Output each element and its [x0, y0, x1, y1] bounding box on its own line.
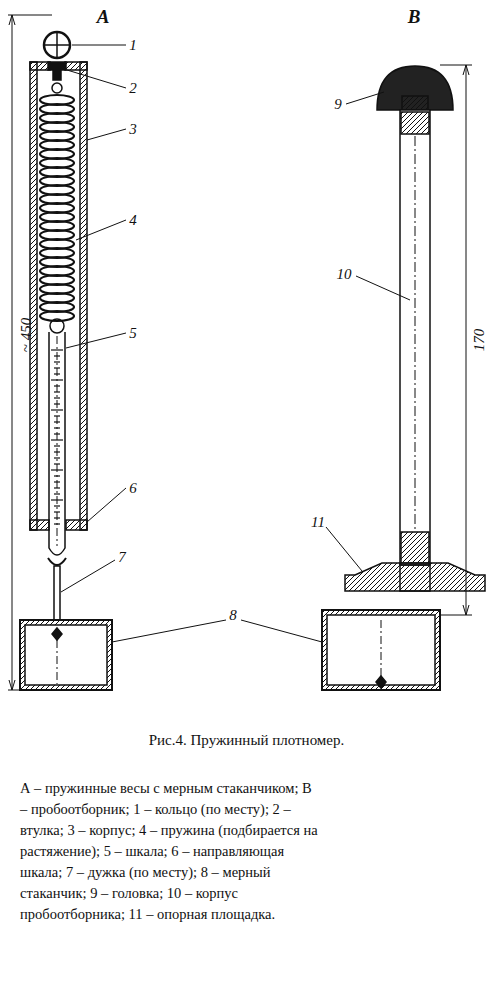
callout-number: 9: [334, 97, 342, 112]
figure-caption: Рис.4. Пружинный плотномер.: [0, 732, 493, 749]
leader-lines: [61, 45, 410, 642]
callout-number: 6: [129, 481, 137, 496]
callout-number: 1: [129, 38, 137, 53]
housing-wall: [30, 62, 37, 530]
view-letter: А: [97, 7, 110, 26]
callout-number: 7: [118, 550, 126, 565]
callout-number: 2: [129, 81, 137, 96]
spring: [40, 95, 74, 321]
ring: [44, 32, 70, 58]
dimension-label: 170: [472, 329, 487, 352]
support-plate: [345, 563, 485, 591]
sleeve: [48, 62, 66, 80]
callout-number: 11: [311, 515, 325, 530]
measuring-cup: [20, 620, 112, 690]
dimension-line: [466, 65, 467, 615]
bail: [54, 566, 60, 620]
measuring-cup: [322, 610, 440, 690]
dimension-line: [12, 15, 13, 690]
sampler-body: [400, 110, 430, 565]
callout-number: 8: [229, 608, 237, 623]
callout-number: 4: [129, 213, 137, 228]
scale-rod: [49, 332, 65, 555]
callout-number: 3: [129, 122, 137, 137]
callout-number: 5: [129, 326, 137, 341]
dimension-label: ~ 450: [19, 318, 34, 352]
callout-number: 10: [337, 267, 352, 282]
scale-guide: [30, 520, 49, 530]
legend-text: А – пружинные весы с мерным стаканчиком;…: [20, 778, 320, 925]
housing-wall: [80, 62, 87, 530]
view-letter: В: [408, 7, 421, 26]
